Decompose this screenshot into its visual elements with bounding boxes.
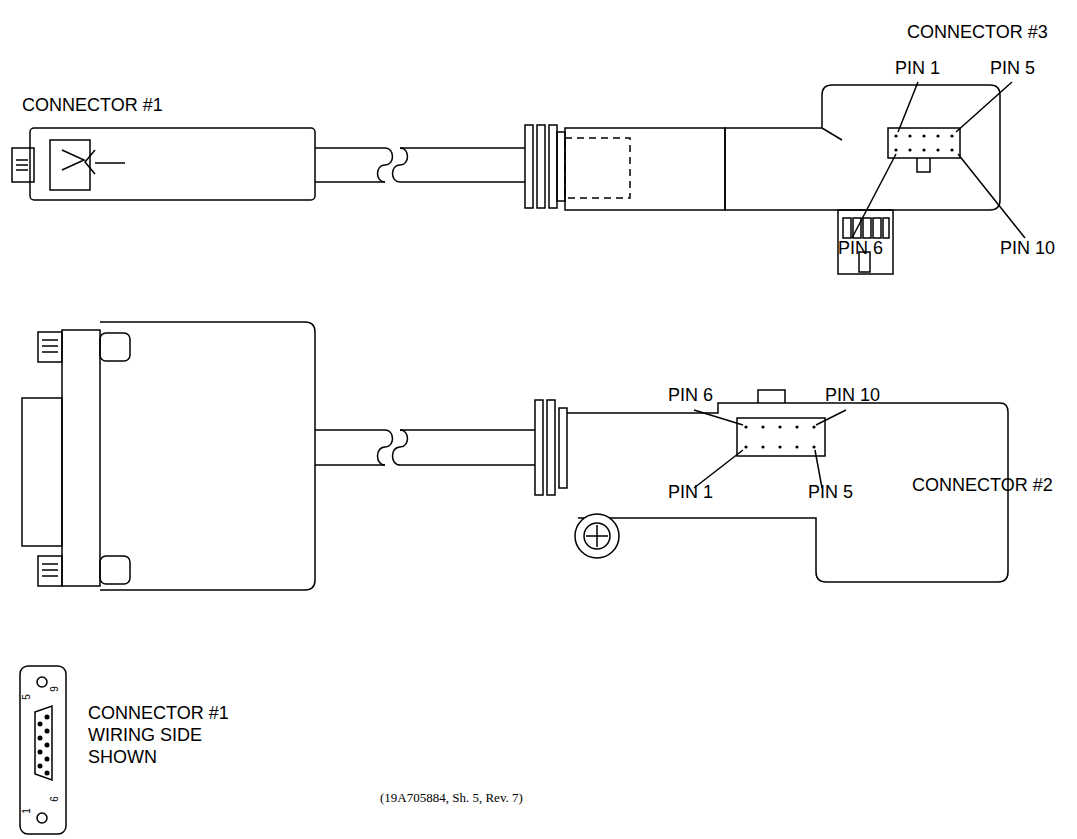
- drawing-reference: (19A705884, Sh. 5, Rev. 7): [380, 788, 523, 808]
- part-label: CONNECTOR #3: [907, 22, 1048, 42]
- part-label: CONNECTOR #1: [22, 95, 163, 115]
- pin-number: 1: [22, 808, 32, 814]
- part-label: CONNECTOR #2: [912, 475, 1053, 495]
- pin-number: 5: [22, 694, 32, 700]
- pin-number: 9: [50, 686, 60, 692]
- part-label: PIN 5: [808, 482, 853, 502]
- part-label: PIN 10: [1000, 238, 1055, 258]
- part-label: PIN 1: [668, 482, 713, 502]
- part-label: PIN 1: [895, 58, 940, 78]
- pin-number: 6: [50, 796, 60, 802]
- part-label: PIN 10: [825, 385, 880, 405]
- part-label: PIN 6: [838, 238, 883, 258]
- part-label: PIN 5: [990, 58, 1035, 78]
- part-label: CONNECTOR #1 WIRING SIDE SHOWN: [88, 702, 238, 768]
- part-label: PIN 6: [668, 385, 713, 405]
